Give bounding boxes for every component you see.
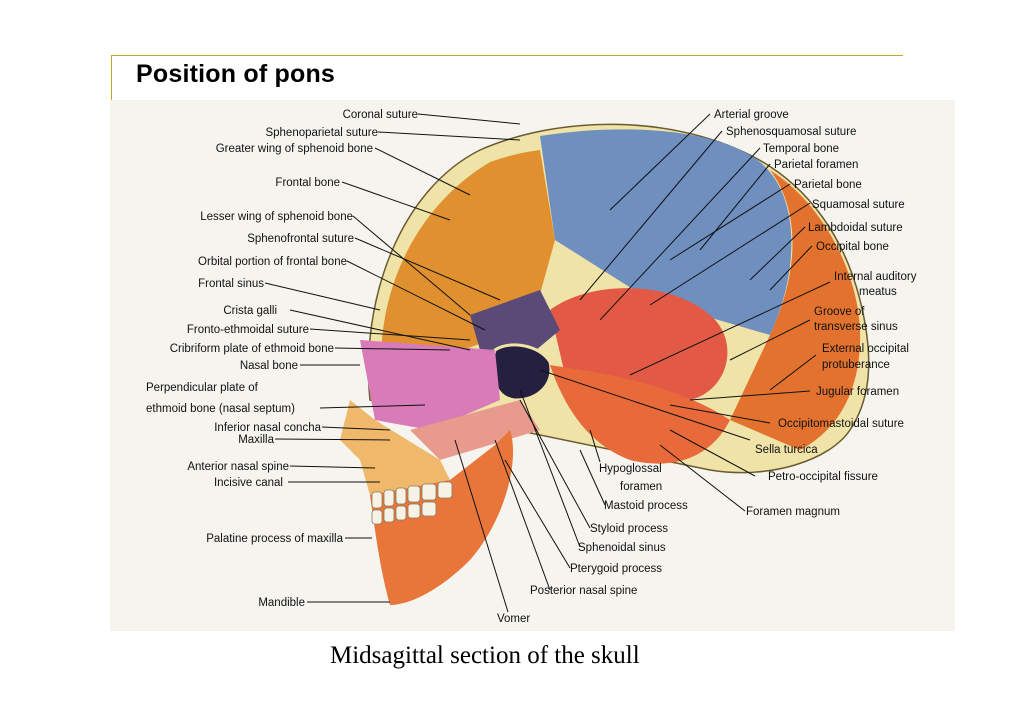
label-groove-transverse-line1: Groove of — [814, 306, 865, 318]
label-external-occipital-line1: External occipital — [822, 343, 909, 355]
label-parietal-bone: Parietal bone — [794, 179, 862, 191]
label-groove-transverse-line2: transverse sinus — [814, 321, 898, 333]
label-palatine-process: Palatine process of maxilla — [206, 533, 343, 545]
leader-lines-bottom — [454, 389, 606, 613]
label-orbital-portion-frontal: Orbital portion of frontal bone — [198, 256, 347, 268]
label-lesser-wing-sphenoid: Lesser wing of sphenoid bone — [200, 211, 353, 223]
label-vomer: Vomer — [497, 613, 530, 625]
labels-bottom: Hypoglossal foramen Mastoid process Styl… — [497, 463, 688, 625]
leader-lines-left — [264, 113, 521, 603]
label-arterial-groove: Arterial groove — [714, 109, 789, 121]
skull-diagram: Coronal suture Sphenoparietal suture Gre… — [110, 100, 955, 631]
label-sella-turcica: Sella turcica — [755, 444, 818, 456]
sphenoid-bone-region — [470, 290, 560, 355]
skull-illustration: Coronal suture Sphenoparietal suture Gre… — [146, 109, 917, 625]
label-occipitomastoidal-suture: Occipitomastoidal suture — [778, 418, 904, 430]
sphenoidal-sinus-region — [490, 343, 553, 402]
label-cribriform-plate: Cribriform plate of ethmoid bone — [170, 343, 334, 355]
label-styloid-process: Styloid process — [590, 523, 668, 535]
label-occipital-bone: Occipital bone — [816, 241, 889, 253]
label-jugular-foramen: Jugular foramen — [816, 386, 899, 398]
labels-left-block: Perpendicular plate of ethmoid bone (nas… — [146, 382, 295, 415]
label-nasal-bone: Nasal bone — [240, 360, 298, 372]
label-hypoglossal-line1: Hypoglossal — [599, 463, 662, 475]
label-perpendicular-plate-line1: Perpendicular plate of — [146, 382, 259, 394]
label-mandible: Mandible — [258, 597, 305, 609]
label-incisive-canal: Incisive canal — [214, 477, 283, 489]
cranial-base-region — [550, 365, 730, 464]
label-anterior-nasal-spine: Anterior nasal spine — [187, 461, 289, 473]
palate-region — [410, 400, 540, 460]
label-petro-occipital-fissure: Petro-occipital fissure — [768, 471, 878, 483]
label-temporal-bone: Temporal bone — [763, 143, 839, 155]
teeth — [371, 481, 453, 525]
label-sphenoparietal-suture: Sphenoparietal suture — [265, 127, 378, 139]
label-parietal-foramen: Parietal foramen — [774, 159, 858, 171]
title-vertical-rule — [111, 55, 112, 101]
maxilla-region — [340, 400, 450, 495]
label-internal-auditory-line2: meatus — [859, 286, 897, 298]
label-perpendicular-plate-line2: ethmoid bone (nasal septum) — [146, 403, 295, 415]
label-frontal-sinus: Frontal sinus — [198, 278, 264, 290]
label-foramen-magnum: Foramen magnum — [746, 506, 840, 518]
label-crista-galli: Crista galli — [223, 305, 277, 317]
label-sphenoidal-sinus: Sphenoidal sinus — [578, 542, 666, 554]
labels-left-lower: Inferior nasal concha Maxilla Anterior n… — [187, 422, 343, 609]
label-pterygoid-process: Pterygoid process — [570, 563, 662, 575]
occipital-bone-region — [730, 170, 861, 450]
label-inferior-nasal-concha: Inferior nasal concha — [214, 422, 321, 434]
title-rule — [111, 55, 903, 56]
label-squamosal-suture: Squamosal suture — [812, 199, 905, 211]
mandible-region — [370, 430, 514, 605]
label-lambdoidal-suture: Lambdoidal suture — [808, 222, 903, 234]
label-coronal-suture: Coronal suture — [343, 109, 418, 121]
label-greater-wing-sphenoid: Greater wing of sphenoid bone — [216, 143, 373, 155]
label-internal-auditory-line1: Internal auditory — [834, 271, 917, 283]
label-sphenosquamosal-suture: Sphenosquamosal suture — [726, 126, 856, 138]
slide-title: Position of pons — [136, 60, 336, 88]
figure-caption: Midsagittal section of the skull — [330, 642, 640, 669]
label-sphenofrontal-suture: Sphenofrontal suture — [247, 233, 354, 245]
label-hypoglossal-line2: foramen — [620, 481, 662, 493]
label-fronto-ethmoidal-suture: Fronto-ethmoidal suture — [187, 324, 309, 336]
label-frontal-bone: Frontal bone — [275, 177, 340, 189]
labels-right: Arterial groove Sphenosquamosal suture T… — [714, 109, 917, 518]
parietal-bone-region — [540, 129, 792, 335]
leader-lines-right — [539, 113, 831, 512]
label-mastoid-process: Mastoid process — [604, 500, 688, 512]
label-external-occipital-line2: protuberance — [822, 359, 890, 371]
labels-left: Coronal suture Sphenoparietal suture Gre… — [170, 109, 418, 372]
label-posterior-nasal-spine: Posterior nasal spine — [530, 585, 637, 597]
nasal-septum-region — [360, 340, 500, 430]
label-maxilla: Maxilla — [238, 434, 274, 446]
